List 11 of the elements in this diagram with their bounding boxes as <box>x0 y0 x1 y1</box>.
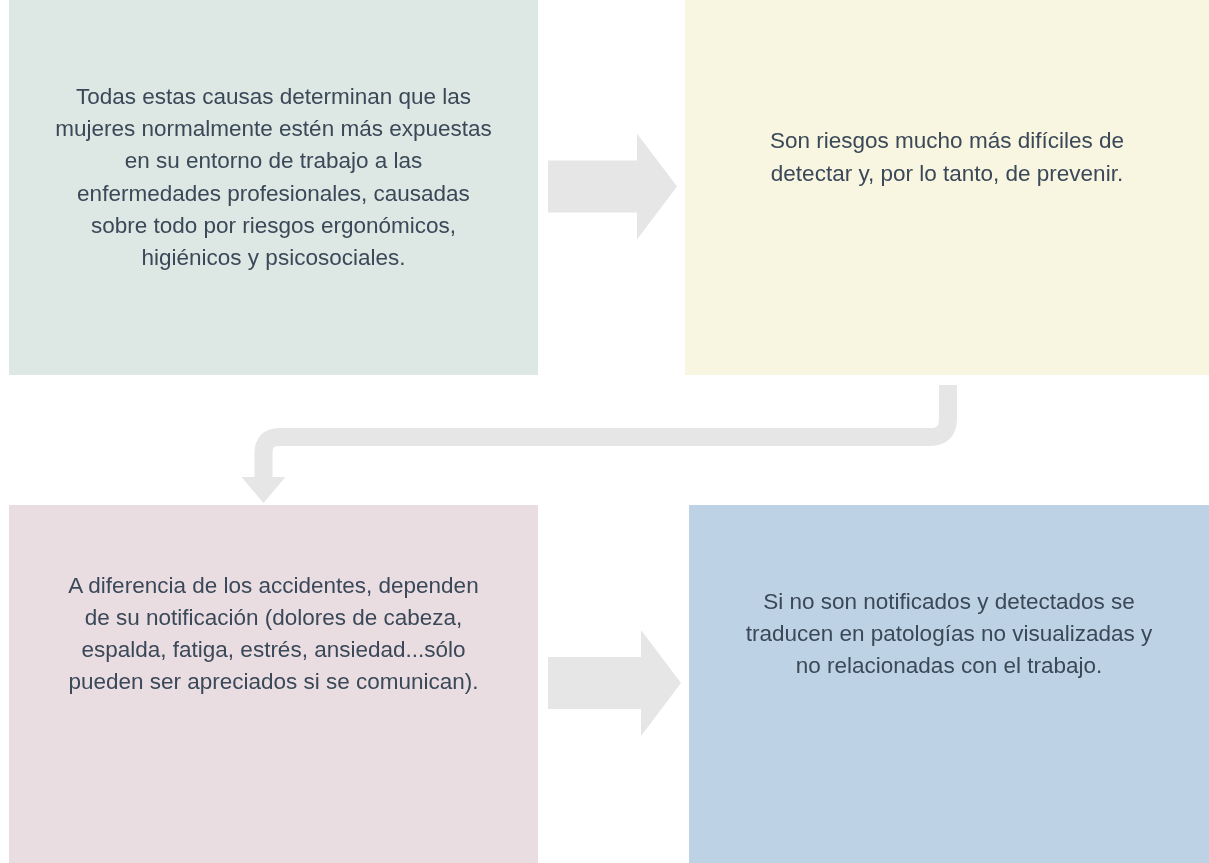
text-box <box>9 505 538 863</box>
arrow <box>548 630 681 736</box>
arrow <box>548 133 677 240</box>
text-box <box>689 505 1209 863</box>
box-text: A diferencia de los accidentes, dependen de su notificación (dolores de cabeza, espalda, fatiga, estrés, ansiedad...sólo pueden ser apreciados si se comunican). <box>67 571 480 697</box>
box-text: Son riesgos mucho más difíciles de detectar y, por lo tanto, de prevenir. <box>769 127 1125 188</box>
arrow <box>241 385 957 503</box>
box-text: Si no son notificados y detectados se traducen en patologías no visualizadas y no relacionadas con el trabajo. <box>744 587 1154 681</box>
text-box <box>9 0 538 375</box>
text-box <box>685 0 1209 375</box>
box-text: Todas estas causas determinan que las mujeres normalmente estén más expuestas en su entorno de trabajo a las enfermedades profesionales, causadas sobre todo por riesgos ergonómicos, higiénicos y psicosociales. <box>54 83 493 272</box>
